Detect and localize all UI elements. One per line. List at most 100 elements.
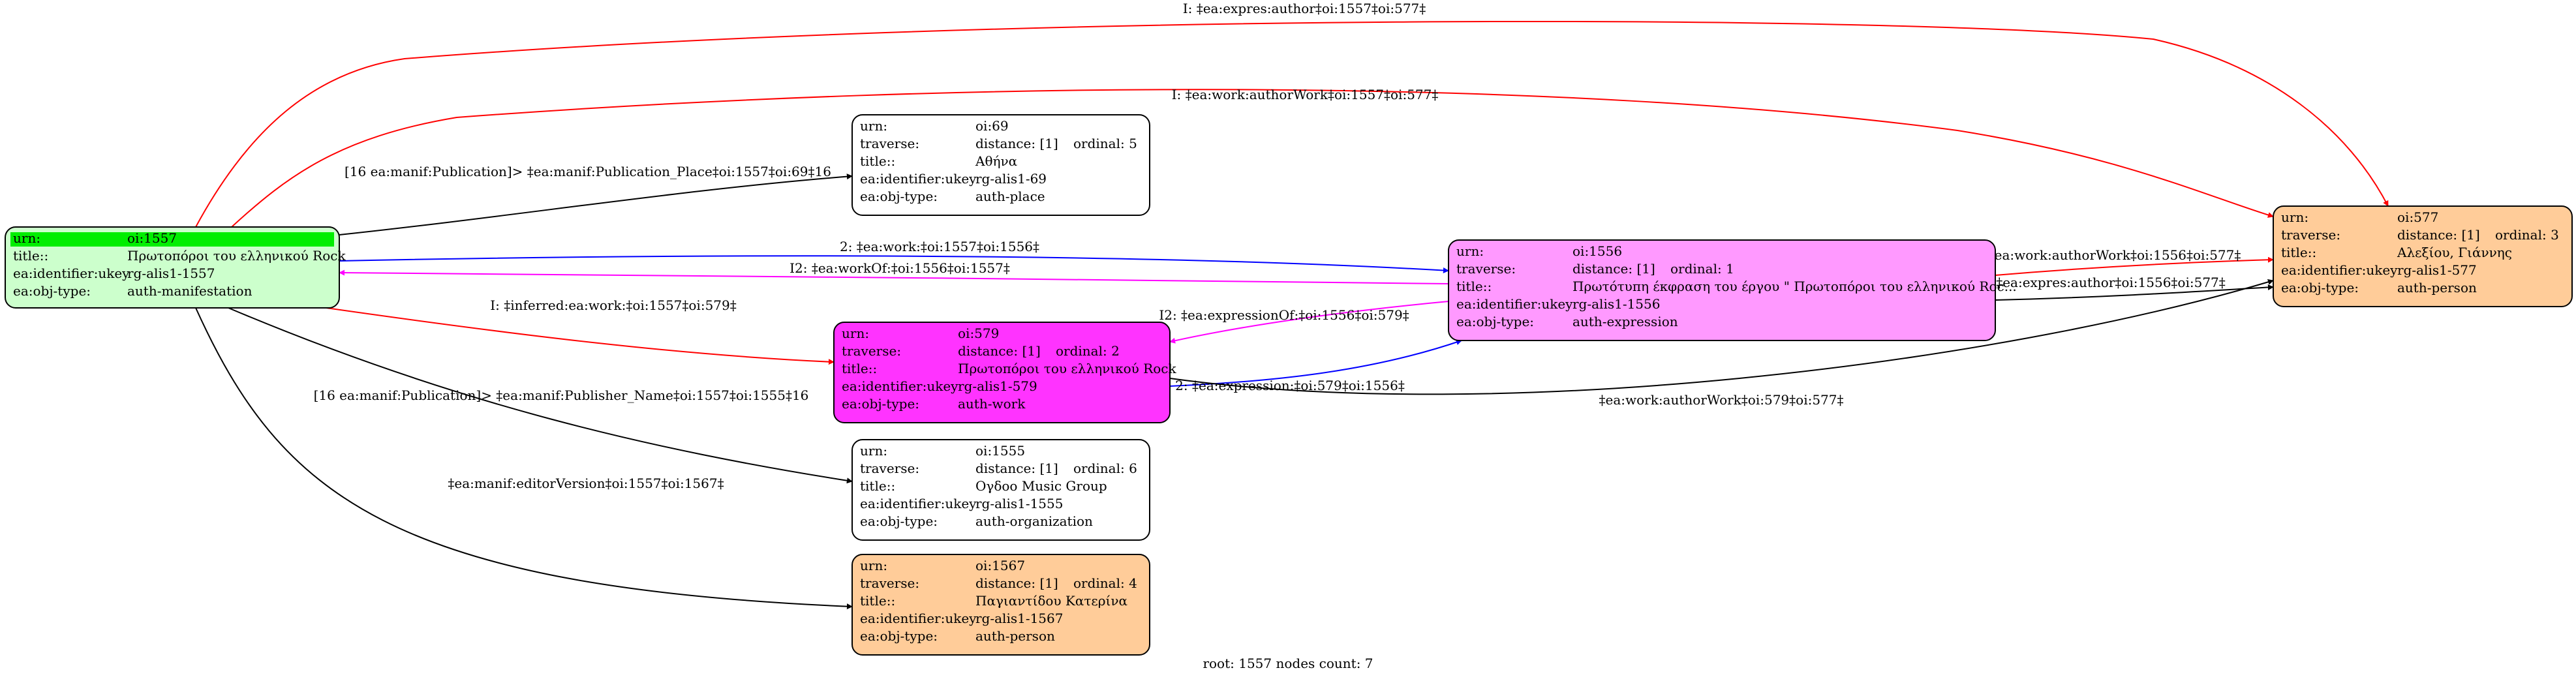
node-box	[851, 439, 1150, 541]
node-field-value: oi:69	[975, 118, 1009, 134]
node-field-value: distance: [1]	[975, 461, 1058, 476]
node-field-key: urn:	[860, 558, 887, 573]
node-field-key: ea:obj-type:	[842, 396, 919, 412]
node-field-key: traverse:	[860, 575, 919, 591]
node-field-value: auth-person	[2397, 280, 2477, 295]
edge-line	[339, 174, 853, 235]
node-field-value: auth-person	[975, 628, 1055, 644]
node-field-key: ea:obj-type:	[860, 628, 938, 644]
graph-footer: root: 1557 nodes count: 7	[1203, 656, 1373, 671]
node-field-value: Αλεξίου, Γιάννης	[2397, 245, 2512, 260]
node-field-extra: ordinal: 5	[1073, 136, 1137, 151]
node-field-value: auth-expression	[1572, 314, 1678, 329]
node-field-extra: ordinal: 2	[1056, 343, 1120, 359]
node-field-key: urn:	[860, 443, 887, 459]
graph-edge: I2: ‡ea:expressionOf:‡oi:1556‡oi:579‡	[1159, 301, 1449, 344]
graph-edge: I: ‡inferred:ea:work:‡oi:1557‡oi:579‡	[326, 297, 835, 365]
node-field-key: urn:	[842, 325, 869, 341]
edge-label: I2: ‡ea:expressionOf:‡oi:1556‡oi:579‡	[1159, 307, 1409, 323]
edge-label: 2: ‡ea:work:‡oi:1557‡oi:1556‡	[840, 239, 1039, 254]
edge-line	[195, 20, 2389, 228]
node-box	[2273, 205, 2573, 307]
edge-label: I: ‡inferred:ea:work:‡oi:1557‡oi:579‡	[490, 297, 737, 313]
edge-line	[231, 89, 2274, 228]
graph-edge: 2: ‡ea:work:‡oi:1557‡oi:1556‡	[339, 239, 1449, 274]
node-field-value: rg-alis1-69	[975, 171, 1047, 187]
edges-layer: I: ‡ea:expres:author‡oi:1557‡oi:577‡ I: ‡…	[195, 1, 2389, 610]
node-field-value: rg-alis1-579	[958, 378, 1037, 394]
node-box	[1448, 239, 1996, 341]
graph-edge: I: ‡ea:work:authorWork‡oi:1557‡oi:577‡	[231, 87, 2274, 228]
node-field-extra: ordinal: 4	[1073, 575, 1137, 591]
graph-edge: I: ‡ea:expres:author‡oi:1557‡oi:577‡	[195, 1, 2389, 228]
edge-label: I: ‡ea:work:authorWork‡oi:1557‡oi:577‡	[1172, 87, 1439, 102]
node-field-value: rg-alis1-1556	[1572, 296, 1660, 312]
edge-label: I: ‡ea:work:authorWork‡oi:1556‡oi:577‡	[1974, 247, 2241, 263]
edge-line	[339, 255, 1449, 274]
node-field-value: distance: [1]	[1572, 261, 1655, 277]
edge-label: ‡ea:expres:author‡oi:1556‡oi:577‡	[1996, 275, 2226, 290]
edge-line	[1995, 256, 2274, 276]
edge-line	[339, 269, 1449, 284]
node-field-key: ea:identifier:ukey	[1456, 296, 1573, 312]
edge-label: I: ‡ea:expres:author‡oi:1557‡oi:577‡	[1183, 1, 1426, 16]
node-field-key: urn:	[2281, 209, 2308, 225]
edge-line	[228, 307, 853, 484]
edge-line	[1169, 301, 1449, 344]
node-box	[5, 226, 340, 309]
node-field-value: Παγιαντίδου Κατερίνα	[975, 593, 1127, 609]
node-field-value: rg-alis1-1567	[975, 611, 1063, 626]
node-box	[851, 114, 1150, 216]
node-field-key: urn:	[1456, 243, 1484, 259]
graph-node[interactable]: urn: oi:1556 traverse: distance: [1] ordinal…	[1448, 239, 2017, 341]
graph-edge: [16 ea:manif:Publication]> ‡ea:manif:Pub…	[339, 164, 853, 235]
node-field-value: Πρωτοπόροι του ελληνικού Rock	[127, 248, 346, 264]
node-field-key: ea:identifier:ukey	[2281, 262, 2398, 278]
node-field-key: title::	[860, 478, 895, 494]
node-field-key: title::	[842, 361, 877, 376]
node-field-value: rg-alis1-577	[2397, 262, 2477, 278]
node-field-value: oi:1556	[1572, 243, 1622, 259]
node-field-extra: ordinal: 3	[2495, 227, 2559, 243]
node-field-value: Αθήνα	[975, 153, 1017, 169]
node-field-key: traverse:	[1456, 261, 1516, 277]
node-field-value: Πρωτοπόροι του ελληνικού Rock	[958, 361, 1176, 376]
node-field-key: title::	[2281, 245, 2316, 260]
node-field-key: title::	[860, 153, 895, 169]
graph-edge: I2: ‡ea:workOf:‡oi:1556‡oi:1557‡	[339, 260, 1449, 284]
node-field-extra: ordinal: 1	[1670, 261, 1734, 277]
node-field-extra: ordinal: 6	[1073, 461, 1137, 476]
node-field-key: traverse:	[2281, 227, 2340, 243]
node-field-key: ea:obj-type:	[1456, 314, 1534, 329]
node-field-value: distance: [1]	[975, 575, 1058, 591]
graph-edge: 2: ‡ea:expression:‡oi:579‡oi:1556‡	[1169, 339, 1462, 393]
node-field-key: ea:obj-type:	[13, 283, 91, 299]
node-field-value: rg-alis1-1557	[127, 265, 215, 281]
edge-label: I2: ‡ea:workOf:‡oi:1556‡oi:1557‡	[790, 260, 1010, 276]
edge-line	[1169, 279, 2274, 395]
node-field-value: distance: [1]	[958, 343, 1041, 359]
node-field-key: urn:	[860, 118, 887, 134]
node-field-value: oi:1555	[975, 443, 1025, 459]
node-field-value: auth-manifestation	[127, 283, 253, 299]
edge-line	[326, 307, 835, 365]
node-field-value: auth-work	[958, 396, 1026, 412]
node-field-key: traverse:	[842, 343, 901, 359]
node-field-value: Ογδοο Music Group	[975, 478, 1107, 494]
node-box	[833, 322, 1171, 423]
graph-edge: [16 ea:manif:Publication]> ‡ea:manif:Pub…	[228, 307, 853, 484]
graph-edge: ‡ea:expres:author‡oi:1556‡oi:577‡	[1995, 275, 2274, 301]
node-field-value: Πρωτότυπη έκφραση του έργου " Πρωτοπόροι…	[1572, 279, 2017, 294]
edge-label: [16 ea:manif:Publication]> ‡ea:manif:Pub…	[314, 387, 809, 403]
node-field-value: auth-organization	[975, 513, 1093, 529]
node-field-key: ea:obj-type:	[2281, 280, 2359, 295]
node-field-key: ea:identifier:ukey	[860, 496, 977, 511]
